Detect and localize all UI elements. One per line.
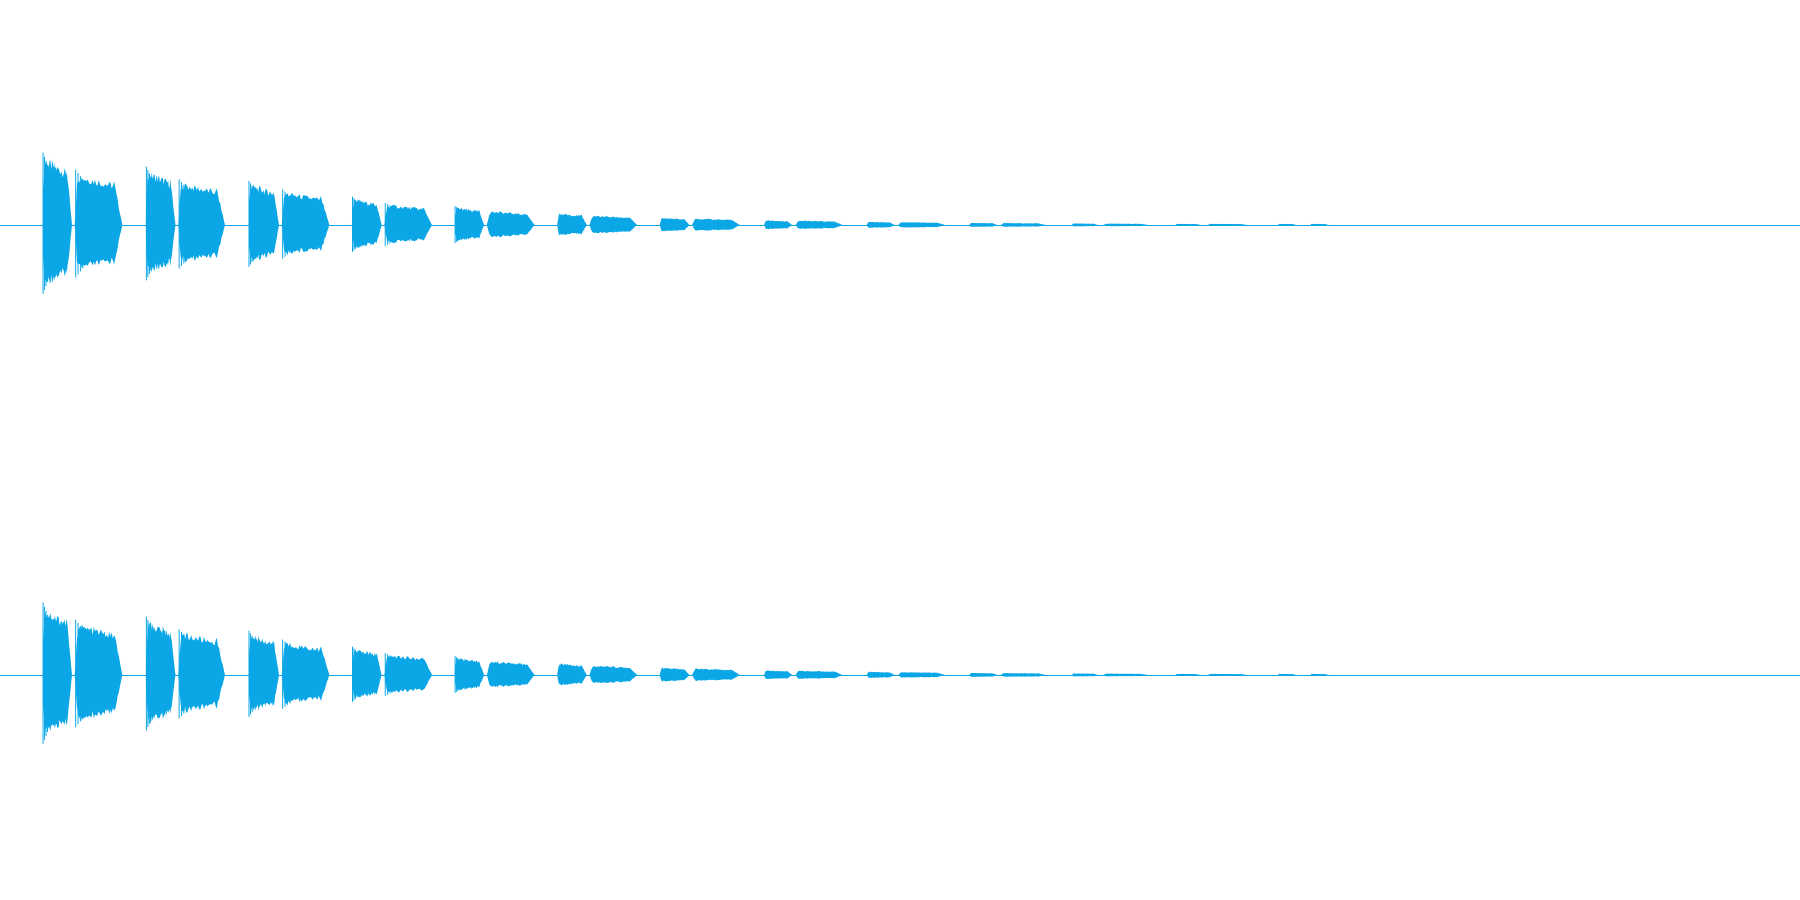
waveform-burst	[795, 670, 843, 679]
waveform-burst	[454, 207, 485, 241]
waveform-burst	[248, 634, 279, 712]
waveform-channel-1	[0, 152, 1800, 294]
waveform-burst	[764, 220, 792, 230]
waveform-burst	[74, 177, 123, 268]
waveform-burst	[1310, 223, 1329, 227]
waveform-burst	[145, 172, 176, 273]
waveform-burst	[1000, 673, 1046, 677]
waveform-burst	[248, 184, 279, 262]
waveform-burst	[1000, 222, 1046, 227]
waveform-burst	[178, 183, 225, 263]
waveform-burst	[1278, 223, 1296, 227]
waveform-burst	[795, 220, 843, 229]
waveform-burst	[1175, 673, 1201, 677]
waveform-burst	[659, 217, 690, 232]
waveform-channel-2	[0, 602, 1800, 744]
waveform-burst	[866, 671, 895, 678]
waveform-burst	[384, 655, 432, 693]
waveform-burst	[351, 649, 382, 699]
waveform-burst	[866, 221, 895, 228]
waveform-burst	[969, 672, 998, 677]
waveform-burst	[486, 661, 535, 688]
waveform-burst	[557, 213, 587, 236]
waveform-burst	[898, 222, 945, 228]
waveform-burst	[1278, 673, 1296, 677]
waveform-burst	[1310, 673, 1329, 677]
waveform-burst	[589, 665, 638, 684]
waveform-burst	[42, 159, 72, 284]
waveform-burst	[692, 668, 740, 681]
waveform-burst	[351, 199, 382, 249]
waveform-burst	[178, 633, 225, 713]
waveform-burst	[1071, 223, 1098, 227]
waveform-burst	[486, 211, 535, 238]
waveform-burst	[692, 218, 740, 231]
waveform-burst	[1175, 223, 1201, 227]
waveform-burst	[384, 204, 432, 244]
waveform-burst	[764, 670, 792, 680]
waveform-burst	[281, 192, 330, 254]
waveform-burst	[42, 609, 72, 735]
waveform-burst	[1103, 223, 1149, 227]
waveform-burst	[454, 658, 485, 691]
waveform-burst	[74, 624, 123, 721]
waveform-burst	[898, 672, 945, 678]
waveform-burst	[557, 663, 587, 686]
waveform-burst	[1071, 673, 1098, 677]
waveform-burst	[145, 621, 176, 724]
waveform-burst	[1207, 223, 1248, 227]
waveform-burst	[1207, 673, 1248, 677]
waveform-burst	[281, 642, 330, 705]
waveform-burst	[589, 215, 638, 234]
waveform-burst	[659, 667, 690, 682]
waveform-burst	[1103, 673, 1149, 677]
waveform-burst	[969, 222, 998, 227]
